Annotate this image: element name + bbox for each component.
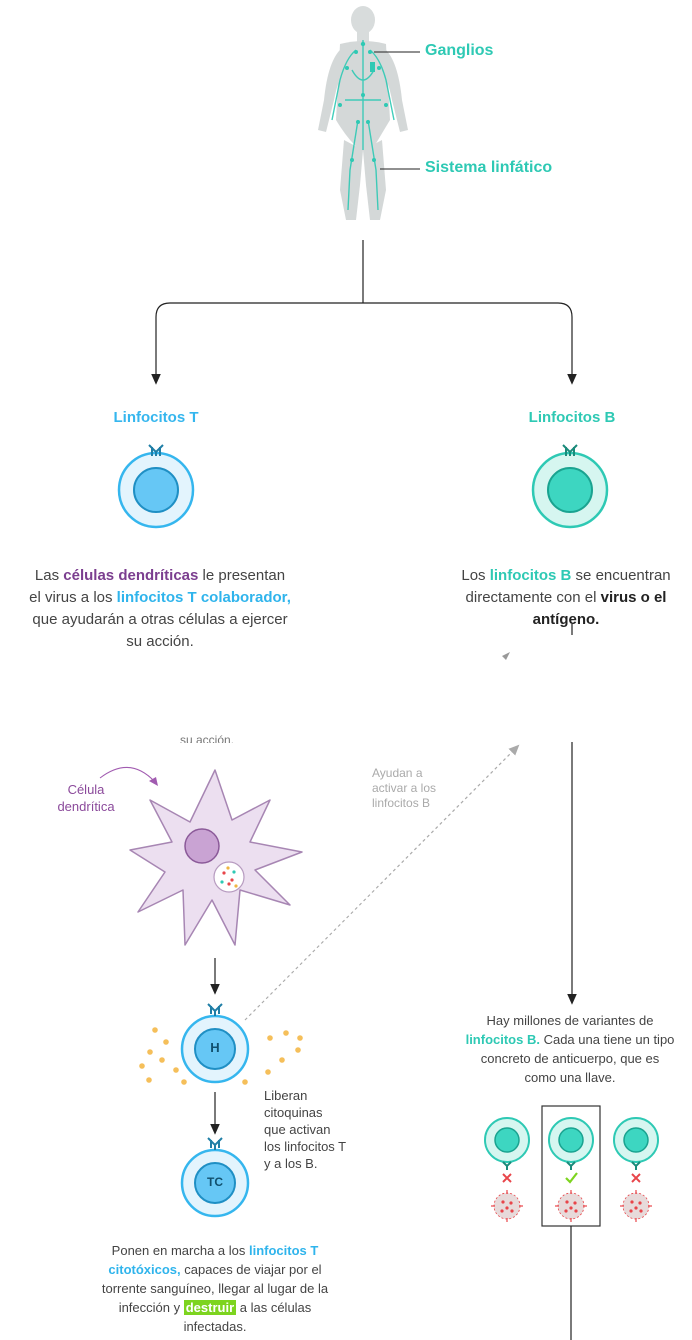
label-liberan: Liberan citoquinas que activan los linfo… [264,1088,347,1171]
label-ganglios: Ganglios [425,42,494,59]
b-cell-variants [484,1105,659,1227]
title-linfocitos-b: Linfocitos B [528,409,616,426]
b-cell-icon [531,444,609,529]
paragraph-t-cells: Las células dendríticas le presentan el … [29,567,291,650]
label-cell-h: H [210,1040,220,1055]
virus-icon [555,1190,587,1222]
helper-t-cell-icon [180,1003,250,1084]
dashed-activation-arrow [244,744,520,1021]
connector-tree [151,240,577,385]
paragraph-cytotoxic: Ponen en marcha a los linfocitos T citot… [101,1243,329,1334]
title-linfocitos-t: Linfocitos T [113,409,199,426]
label-cell-tc: TC [207,1175,223,1189]
paragraph-b-cells: Los linfocitos B se encuentran directame… [461,567,671,628]
label-sistema-linfatico: Sistema linfático [425,159,553,176]
human-body-figure [318,6,420,220]
faded-fragment-text: su acción. [180,735,235,743]
t-cell-icon [117,444,195,529]
cytotoxic-t-cell-icon [180,1137,250,1218]
paragraph-variants: Hay millones de variantes de linfocitos … [465,1013,675,1085]
virus-icon [491,1190,523,1222]
cytokine-dots [139,1027,303,1085]
dendritic-pointer-arrow [99,766,156,783]
virus-icon [620,1190,652,1222]
label-celula-dendritica: Célula dendrítica [57,782,115,814]
dendritic-cell-icon [129,769,303,946]
label-ayudan: Ayudan a activar a los linfocitos B [372,766,437,810]
